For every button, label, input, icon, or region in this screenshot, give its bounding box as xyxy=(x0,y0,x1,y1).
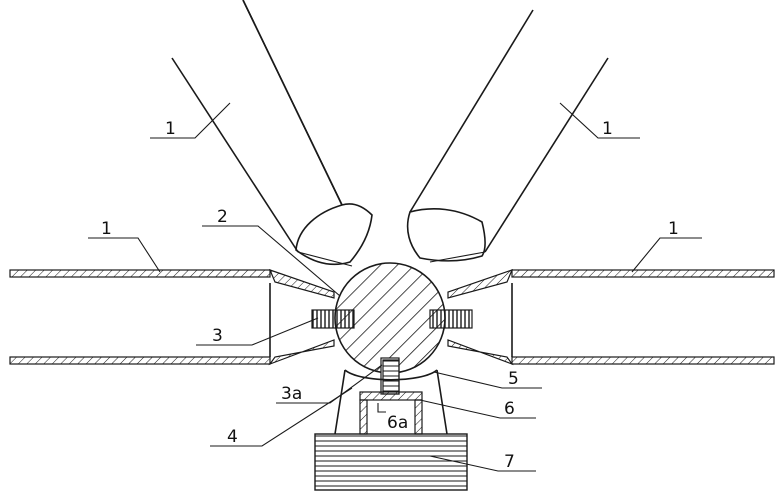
base-plate xyxy=(314,433,468,491)
label-tube-left: 1 xyxy=(101,219,112,239)
right-horizontal-tube xyxy=(447,268,775,366)
label-tube-upper-left: 1 xyxy=(165,119,176,139)
left-horizontal-tube xyxy=(9,268,335,366)
label-tube-upper-right: 1 xyxy=(602,119,613,139)
label-base: 7 xyxy=(504,452,515,472)
upper-right-outer-tube xyxy=(484,57,609,253)
label-tube-right: 1 xyxy=(668,219,679,239)
cone-cap-left xyxy=(295,203,373,266)
support-cone xyxy=(334,369,448,435)
label-seat: 6 xyxy=(504,399,515,419)
label-support: 4 xyxy=(227,427,238,447)
label-bolt-bottom: 3a xyxy=(281,384,302,404)
cone-cap-seams xyxy=(297,251,486,267)
leader-lines xyxy=(88,102,702,472)
upper-left-inner-tube xyxy=(242,0,343,206)
label-seat-hole: 6a xyxy=(387,413,408,433)
right-bolt xyxy=(429,309,473,329)
left-bolt xyxy=(311,309,355,329)
upper-left-outer-tube xyxy=(171,0,343,253)
upper-right-inner-tube xyxy=(409,9,534,213)
label-nut: 5 xyxy=(508,369,519,389)
bottom-bolt xyxy=(382,359,400,395)
label-ball: 2 xyxy=(217,207,228,227)
cone-cap-right xyxy=(406,208,486,262)
label-bolt: 3 xyxy=(212,326,223,346)
